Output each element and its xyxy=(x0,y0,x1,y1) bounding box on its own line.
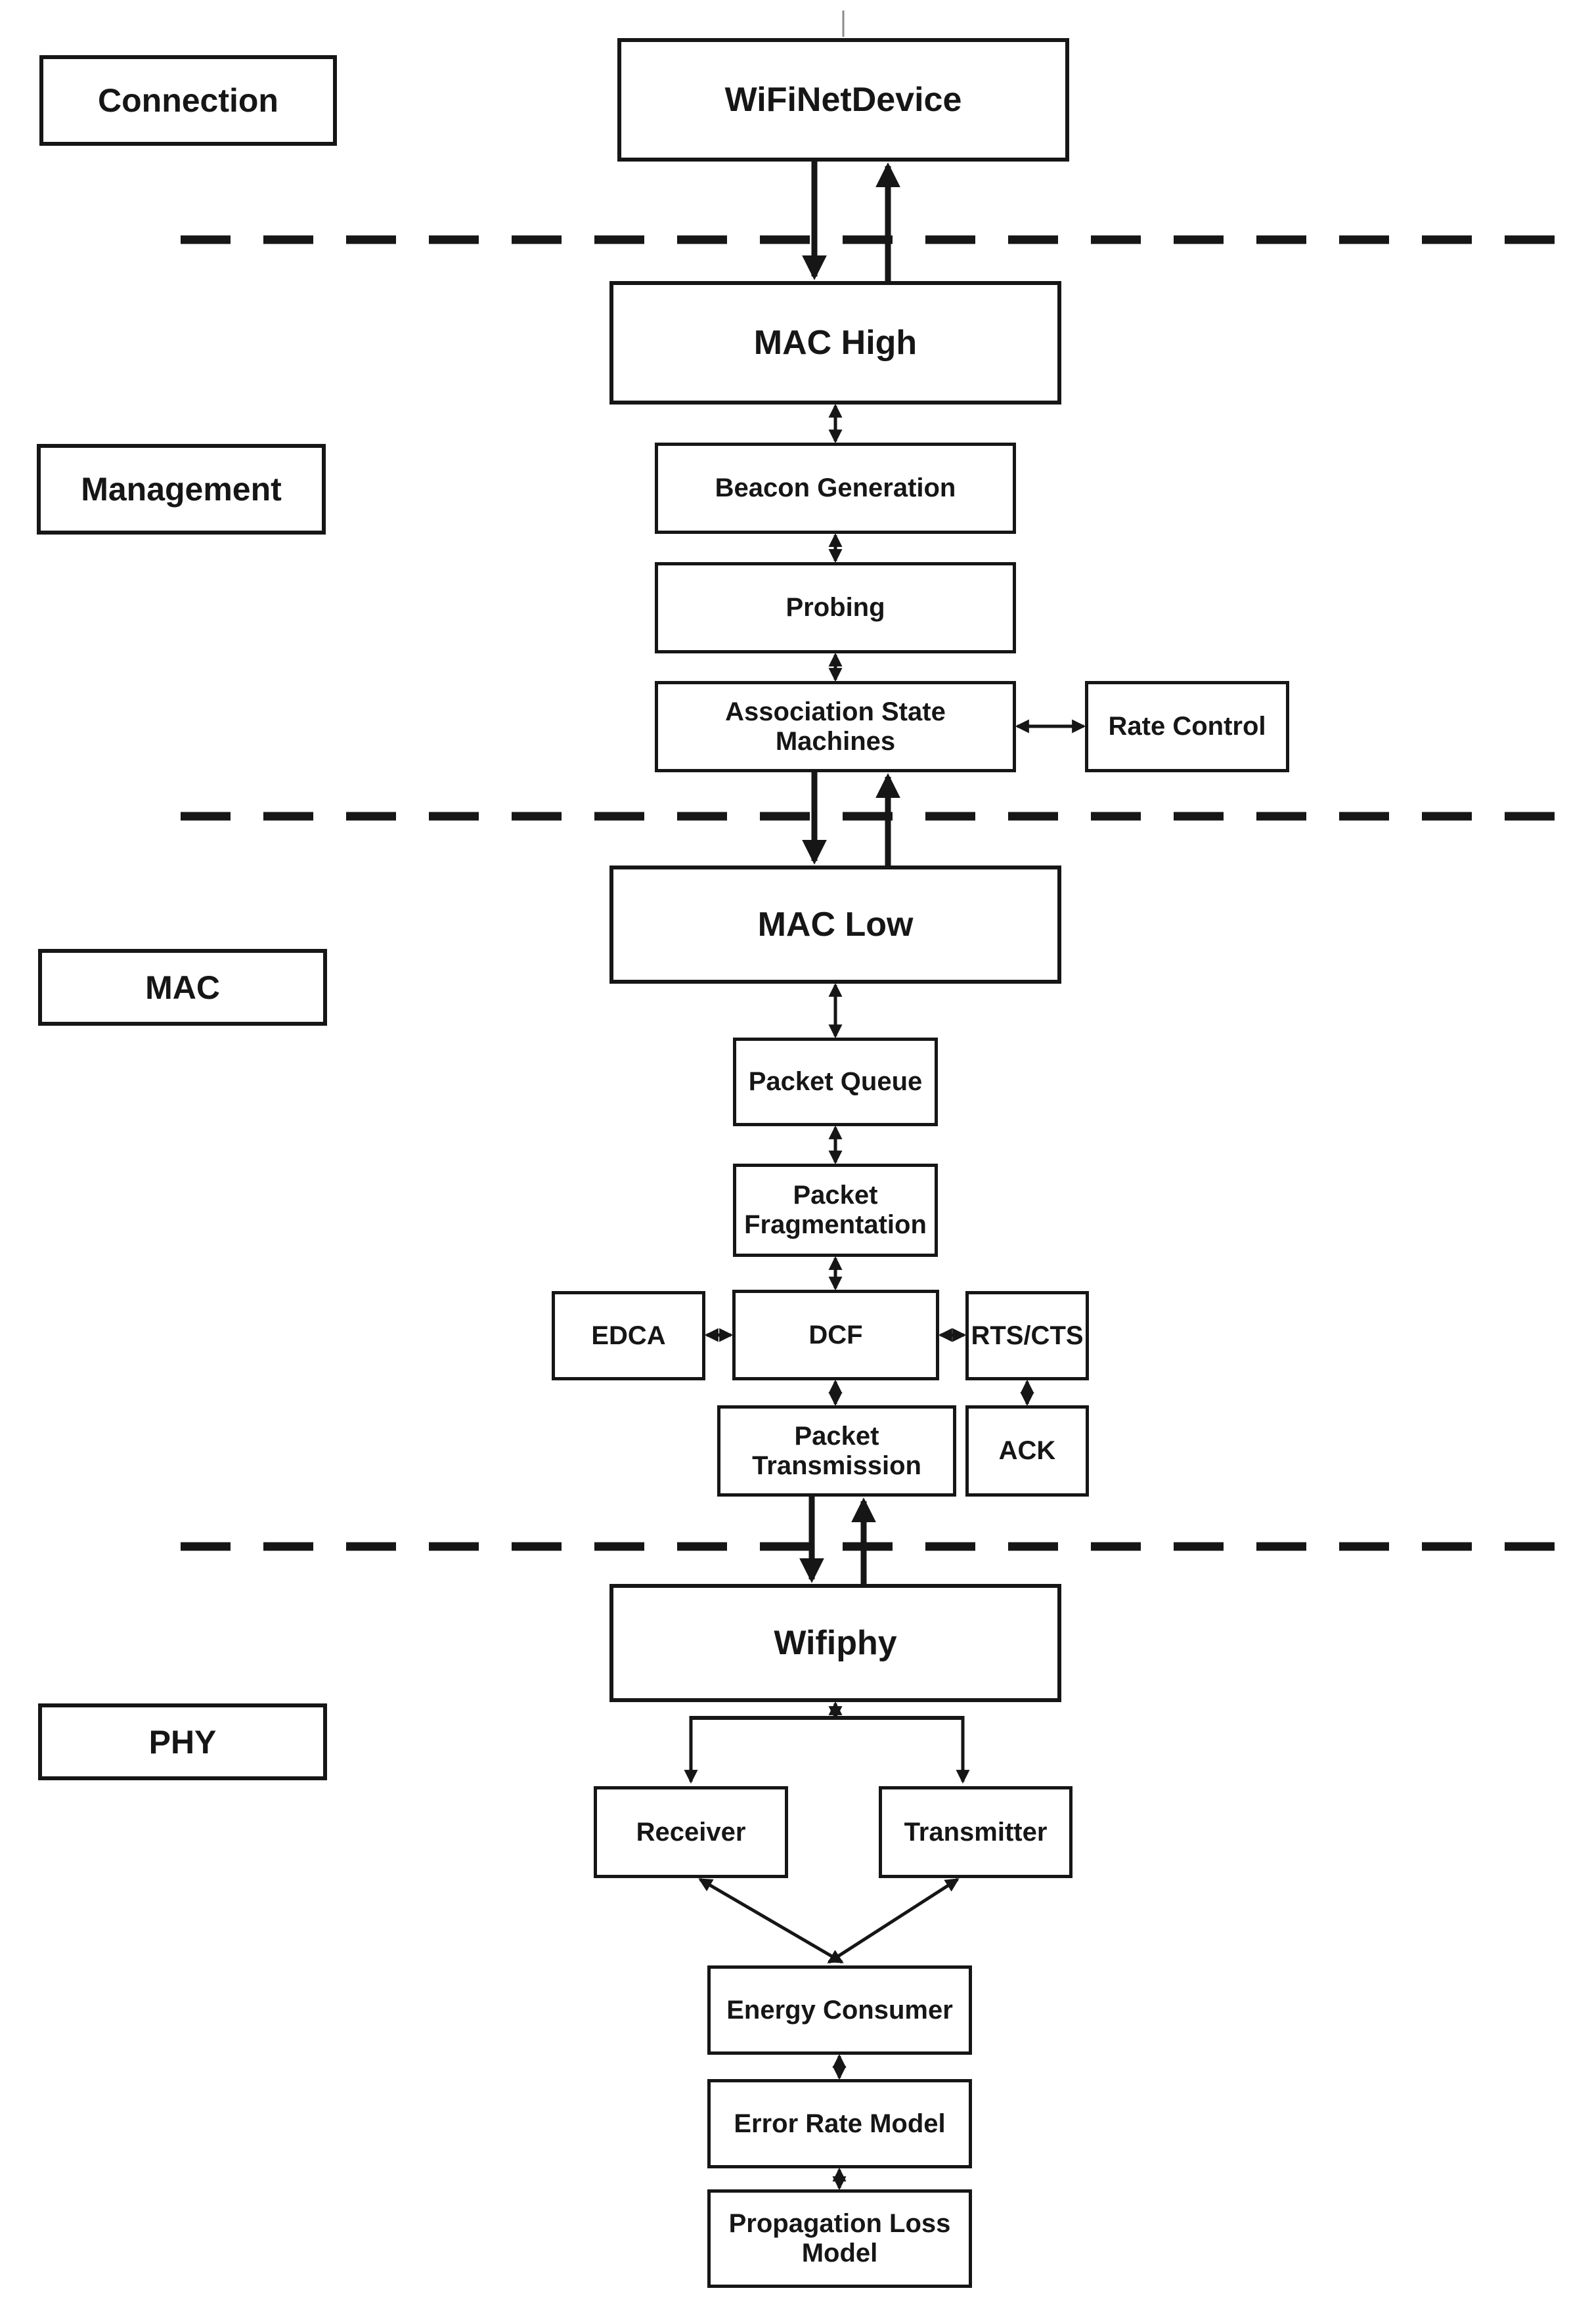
layer-label-text: Management xyxy=(81,471,282,508)
node-label: Beacon Generation xyxy=(715,473,956,503)
layer-label-mac: MAC xyxy=(38,949,327,1026)
node-rts-cts: RTS/CTS xyxy=(965,1291,1089,1380)
node-label: Transmitter xyxy=(904,1817,1048,1847)
node-label: Receiver xyxy=(636,1817,746,1847)
node-packet-fragmentation: Packet Fragmentation xyxy=(733,1164,938,1257)
node-label: Packet Queue xyxy=(748,1067,923,1097)
node-probing: Probing xyxy=(655,562,1016,653)
node-wifinetdevice: WiFiNetDevice xyxy=(617,38,1069,162)
node-label: Error Rate Model xyxy=(734,2109,946,2138)
node-packet-queue: Packet Queue xyxy=(733,1038,938,1126)
node-label: ACK xyxy=(998,1436,1056,1466)
edge-transmitter-energy xyxy=(827,1877,960,1964)
node-label: Wifiphy xyxy=(774,1623,897,1662)
node-transmitter: Transmitter xyxy=(879,1786,1072,1878)
layer-label-management: Management xyxy=(37,444,326,535)
node-beacon-generation: Beacon Generation xyxy=(655,443,1016,534)
layer-label-text: MAC xyxy=(145,969,220,1006)
node-packet-transmission: Packet Transmission xyxy=(717,1405,956,1497)
node-receiver: Receiver xyxy=(594,1786,788,1878)
node-propagation-loss-model: Propagation Loss Model xyxy=(707,2189,972,2288)
node-error-rate-model: Error Rate Model xyxy=(707,2079,972,2168)
node-label: Energy Consumer xyxy=(726,1995,953,2025)
node-dcf: DCF xyxy=(732,1290,939,1380)
layer-label-phy: PHY xyxy=(38,1703,327,1780)
layer-label-connection: Connection xyxy=(39,55,337,146)
node-label: Probing xyxy=(785,593,885,623)
node-label: WiFiNetDevice xyxy=(724,80,962,119)
edge-receiver-energy xyxy=(698,1877,844,1964)
node-label: Propagation Loss Model xyxy=(728,2209,951,2268)
node-energy-consumer: Energy Consumer xyxy=(707,1965,972,2055)
node-label: Rate Control xyxy=(1108,712,1266,741)
node-label: Packet Transmission xyxy=(752,1421,921,1480)
node-label: Packet Fragmentation xyxy=(744,1181,927,1239)
node-label: RTS/CTS xyxy=(971,1321,1084,1350)
node-label: Association State Machines xyxy=(725,697,946,756)
node-label: DCF xyxy=(808,1320,863,1349)
node-mac-low: MAC Low xyxy=(609,866,1061,984)
node-mac-high: MAC High xyxy=(609,281,1061,405)
node-edca: EDCA xyxy=(552,1291,705,1380)
node-ack: ACK xyxy=(965,1405,1089,1497)
node-association-state-machines: Association State Machines xyxy=(655,681,1016,772)
node-label: EDCA xyxy=(591,1321,666,1350)
node-label: MAC High xyxy=(753,323,918,362)
layer-label-text: PHY xyxy=(148,1723,217,1761)
node-wifiphy: Wifiphy xyxy=(609,1584,1061,1702)
node-rate-control: Rate Control xyxy=(1085,681,1289,772)
layer-label-text: Connection xyxy=(98,82,278,119)
node-label: MAC Low xyxy=(757,905,914,944)
